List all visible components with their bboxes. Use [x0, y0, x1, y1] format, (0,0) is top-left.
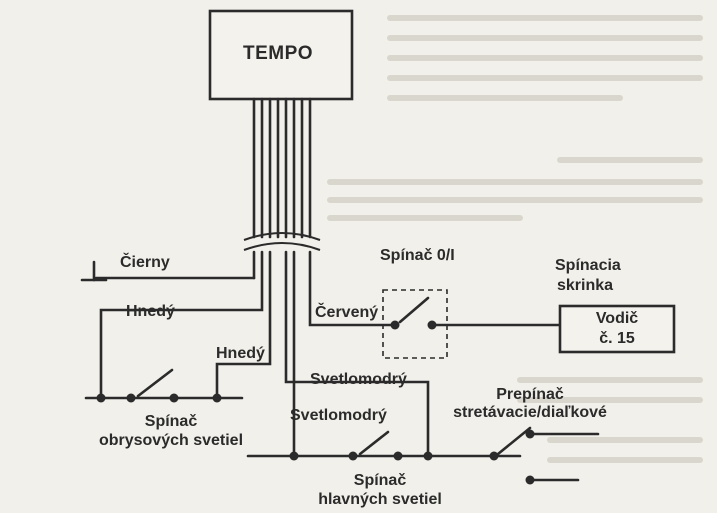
cable-break-top — [243, 232, 321, 241]
label-fuse-box-line2: skrinka — [557, 277, 614, 294]
wire-hnedy-1 — [99, 250, 264, 400]
switch-0i-outline — [382, 289, 448, 359]
tempo-box — [208, 9, 354, 101]
label-switch-0i: Spínač 0/I — [380, 247, 455, 264]
label-hnedy-1: Hnedý — [126, 303, 175, 320]
label-toggle-line1: Prepínač — [496, 386, 564, 403]
label-cierny: Čierny — [120, 254, 170, 271]
cable-break-bottom — [243, 242, 321, 251]
wire-svetlomodry-1 — [284, 250, 430, 458]
cable-bundle — [243, 97, 321, 280]
wire-hnedy-2 — [215, 250, 272, 400]
label-terminal-line1: Vodič — [595, 310, 639, 327]
label-fuse-box-line1: Spínacia — [555, 257, 621, 274]
switch-0i-blade — [398, 296, 430, 324]
label-hnedy-2: Hnedý — [216, 345, 265, 362]
label-svetlomodry-2: Svetlomodrý — [290, 407, 387, 424]
label-main-switch-line2: hlavných svetiel — [318, 491, 442, 508]
label-outline-switch-line1: Spínač — [144, 413, 198, 430]
label-terminal-line2: č. 15 — [599, 330, 635, 347]
background-text-bleed — [327, 15, 703, 463]
label-main-switch-line1: Spínač — [353, 472, 407, 489]
toggle-blade — [496, 426, 532, 456]
fuse-box-terminal — [558, 304, 676, 354]
tempo-label: TEMPO — [243, 43, 314, 64]
label-toggle-line2: stretávacie/diaľkové — [453, 404, 607, 421]
wire-cerveny — [308, 250, 395, 327]
label-outline-switch-line2: obrysových svetiel — [98, 432, 244, 449]
label-cerveny: Červený — [315, 304, 379, 321]
label-svetlomodry-1: Svetlomodrý — [310, 371, 407, 388]
outline-switch-blade — [136, 368, 174, 398]
main-switch-blade — [358, 430, 390, 456]
